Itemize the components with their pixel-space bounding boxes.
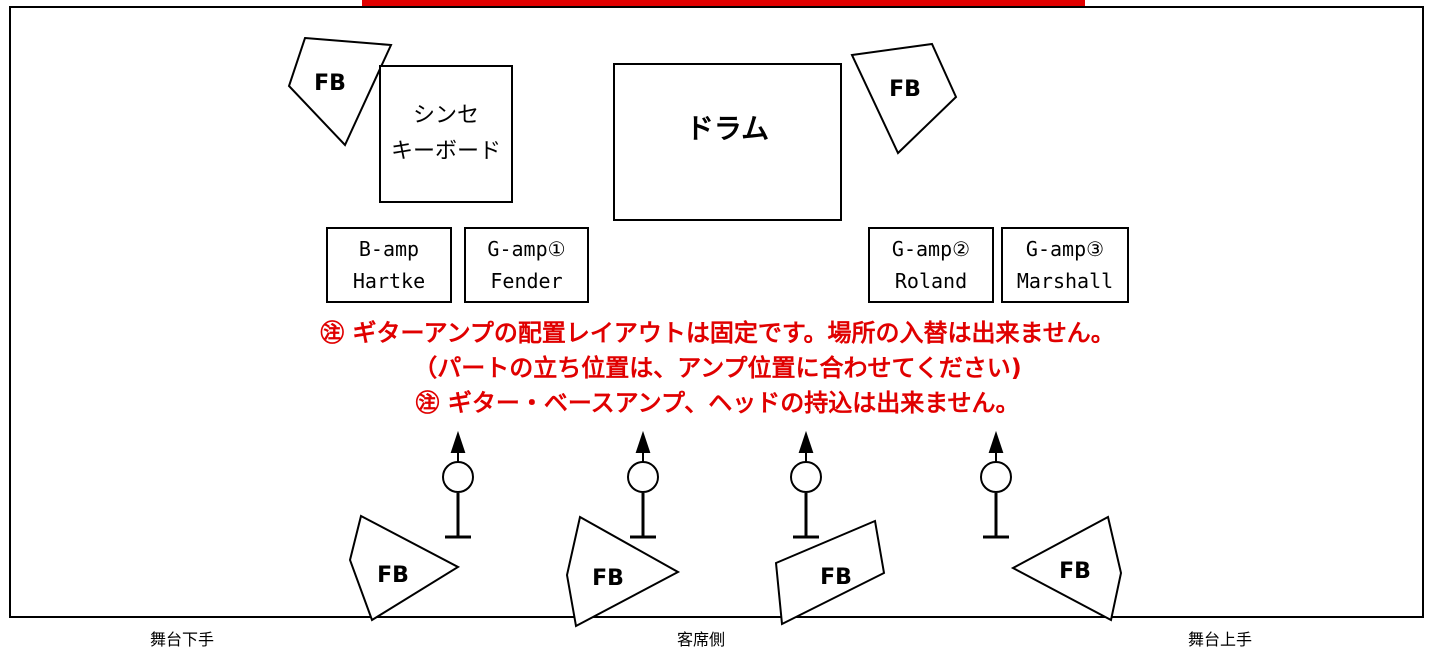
guitar-amp-roland: G-amp② Roland <box>868 227 994 303</box>
keyboard-label: キーボード <box>390 139 501 164</box>
drums-label: ドラム <box>685 112 770 145</box>
mic-stand-1 <box>442 430 474 539</box>
synth-keyboard-box: シンセ キーボード <box>379 65 513 203</box>
guitar-amp-fender: G-amp① Fender <box>464 227 589 303</box>
monitor-top-right: FB <box>850 42 958 155</box>
drums-box: ドラム <box>613 63 842 221</box>
monitor-bottom-3: FB <box>774 519 886 626</box>
monitor-label: FB <box>377 563 409 588</box>
monitor-label: FB <box>592 566 624 591</box>
note-position: （パートの立ち位置は、アンプ位置に合わせてください) <box>413 354 1022 382</box>
mic-stand-2 <box>627 430 659 539</box>
audience-side-label: 客席側 <box>677 630 726 649</box>
header-bar <box>362 0 1085 6</box>
bass-amp-hartke: B-amp Hartke <box>326 227 452 303</box>
monitor-bottom-2: FB <box>565 515 681 628</box>
note-layout-fixed: ㊟ ギターアンプの配置レイアウトは固定です。場所の入替は出来ません。 <box>320 319 1115 347</box>
synth-label: シンセ <box>412 103 479 128</box>
monitor-label: FB <box>820 565 852 590</box>
monitor-label: FB <box>889 77 921 102</box>
monitor-label: FB <box>1059 559 1091 584</box>
stage-frame <box>9 6 1424 618</box>
monitor-bottom-4: FB <box>1010 515 1123 622</box>
guitar-amp-marshall: G-amp③ Marshall <box>1001 227 1129 303</box>
monitor-bottom-1: FB <box>348 514 461 622</box>
stage-left-label: 舞台下手 <box>150 630 215 649</box>
mic-stand-3 <box>790 430 822 539</box>
mic-stand-4 <box>980 430 1012 539</box>
note-no-bring-amps: ㊟ ギター・ベースアンプ、ヘッドの持込は出来ません。 <box>415 389 1020 417</box>
monitor-top-left: FB <box>287 36 393 147</box>
stage-right-label: 舞台上手 <box>1188 630 1253 649</box>
monitor-label: FB <box>314 71 346 96</box>
